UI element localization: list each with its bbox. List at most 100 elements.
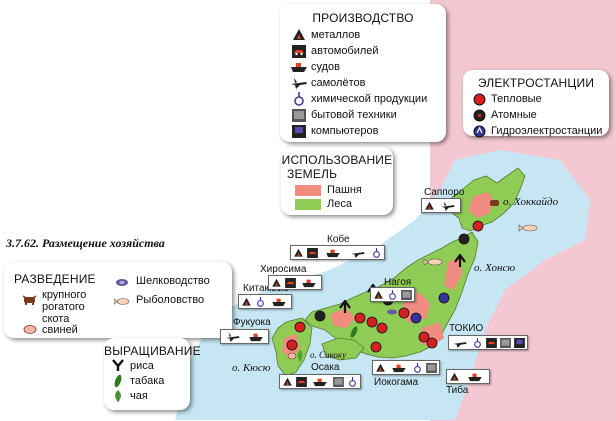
city-label-kobe: Кобе <box>327 234 350 245</box>
tokyo-industry-box <box>448 335 528 350</box>
legend-item-arable: Пашня <box>295 183 393 197</box>
cattle-label-line2: рогатого <box>42 301 85 313</box>
cattle-label-line3: скота <box>42 313 70 325</box>
car-icon <box>306 247 319 258</box>
nuclear-plant-icon <box>314 310 326 322</box>
chemistry-icon <box>346 376 359 387</box>
metallurgy-icon <box>281 376 294 387</box>
ship-icon <box>309 376 331 387</box>
hokkaido-arable <box>468 192 495 218</box>
computer-icon <box>513 337 526 348</box>
chemistry-icon <box>370 247 383 258</box>
pig-icon <box>22 322 38 337</box>
thermal-plant-icon <box>471 92 487 107</box>
legend-item-hydro: Гидроэлектростанции <box>471 123 609 139</box>
legend-label-ships: судов <box>311 61 341 73</box>
shikoku-island <box>321 337 365 361</box>
hiroshima-industry-box <box>268 275 322 290</box>
legend-item-nuclear: Атомные <box>471 107 609 123</box>
city-label-hiroshima: Хиросима <box>260 264 307 275</box>
legend-label-thermal: Тепловые <box>491 93 542 105</box>
metallurgy-icon <box>423 200 436 211</box>
legend-label-cars: автомобилей <box>311 45 379 57</box>
osaka-industry-box <box>279 374 361 389</box>
hydro-plant-icon <box>438 292 450 304</box>
car-icon <box>485 337 498 348</box>
airplane-icon <box>437 200 459 211</box>
land-use-legend-title-line1: ИСПОЛЬЗОВАНИЕ <box>281 153 393 167</box>
car-icon <box>284 277 297 288</box>
legend-label-forest: Леса <box>327 198 352 210</box>
arable-swatch <box>295 184 321 196</box>
nuclear-plant-icon <box>458 233 470 245</box>
thermal-plant-icon <box>354 312 366 324</box>
chemistry-icon <box>291 92 307 107</box>
fish-icon <box>114 294 130 309</box>
land-use-legend-title-line2: ЗЕМЕЛЬ <box>287 167 338 181</box>
legend-item-appliances: бытовой техники <box>291 107 446 123</box>
sapporo-industry-box <box>421 198 461 213</box>
rice-icon <box>339 300 351 313</box>
ship-icon <box>268 296 290 307</box>
thermal-plant-icon <box>426 337 438 349</box>
legend-item-thermal: Тепловые <box>471 91 609 107</box>
appliance-icon <box>332 376 345 387</box>
legend-label-tobacco: табака <box>130 374 165 387</box>
car-icon <box>291 44 307 59</box>
silkworm-icon <box>387 309 397 315</box>
tobacco-icon <box>350 326 358 338</box>
island-label-honshu: о. Хонсю <box>474 262 516 274</box>
fukuoka-industry-box <box>220 329 269 344</box>
city-label-tokyo: ТОКИО <box>449 323 484 334</box>
ship-icon <box>320 247 346 258</box>
legend-item-ships: судов <box>291 59 446 75</box>
kobe-industry-box <box>290 245 385 260</box>
power-stations-legend: ЭЛЕКТРОСТАНЦИИ Тепловые Атомные Гидроэле… <box>463 70 609 139</box>
legend-label-arable: Пашня <box>327 184 362 196</box>
city-label-yokohama: Иокогама <box>374 377 419 388</box>
breeding-legend-title: РАЗВЕДЕНИЕ <box>14 272 96 286</box>
city-label-chiba: Тиба <box>446 385 469 396</box>
tea-icon <box>297 350 303 362</box>
city-label-osaka: Осака <box>311 362 340 373</box>
metallurgy-icon <box>270 277 283 288</box>
thermal-plant-icon <box>418 331 430 343</box>
airplane-icon <box>291 76 307 91</box>
pigs-label: свиней <box>42 324 78 336</box>
legend-label-hydro: Гидроэлектростанции <box>491 125 603 137</box>
fish-icon <box>518 224 538 232</box>
nagoya-industry-box <box>370 287 415 302</box>
silkworm-label: Шелководство <box>136 275 210 287</box>
cattle-icon <box>22 292 38 307</box>
production-legend: ПРОИЗВОДСТВО металлов автомобилей судов … <box>280 4 446 142</box>
legend-item-rice: риса <box>110 358 190 373</box>
nuclear-plant-icon <box>471 108 487 123</box>
chemistry-icon <box>254 296 267 307</box>
growing-legend: ВЫРАЩИВАНИЕ риса табака чая <box>104 338 201 410</box>
thermal-plant-icon <box>472 220 484 232</box>
city-label-nagoya: Нагоя <box>384 277 412 288</box>
island-label-shikoku: о. Сикоку <box>310 350 347 360</box>
metallurgy-icon <box>291 28 307 43</box>
growing-legend-title: ВЫРАЩИВАНИЕ <box>104 344 201 358</box>
tobacco-icon <box>110 373 126 388</box>
ship-icon <box>298 277 320 288</box>
fish-icon <box>423 258 443 266</box>
cattle-icon <box>490 200 499 206</box>
ship-icon <box>291 60 307 75</box>
metallurgy-icon <box>292 247 305 258</box>
legend-item-computers: компьютеров <box>291 123 446 139</box>
thermal-plant-icon <box>286 339 298 351</box>
legend-item-metals: металлов <box>291 27 446 43</box>
legend-label-rice: риса <box>130 359 154 372</box>
fishing-label: Рыболовство <box>136 294 205 306</box>
breeding-legend: РАЗВЕДЕНИЕ крупного рогатого скота свине… <box>4 262 232 338</box>
production-legend-title: ПРОИЗВОДСТВО <box>312 11 414 25</box>
legend-label-metals: металлов <box>311 29 361 41</box>
metallurgy-icon <box>448 371 461 382</box>
legend-label-airplanes: самолётов <box>311 77 366 89</box>
chiba-industry-box <box>446 369 490 384</box>
legend-label-chemistry: химической продукции <box>311 93 428 105</box>
metallurgy-icon <box>240 296 253 307</box>
thermal-plant-icon <box>398 307 410 319</box>
